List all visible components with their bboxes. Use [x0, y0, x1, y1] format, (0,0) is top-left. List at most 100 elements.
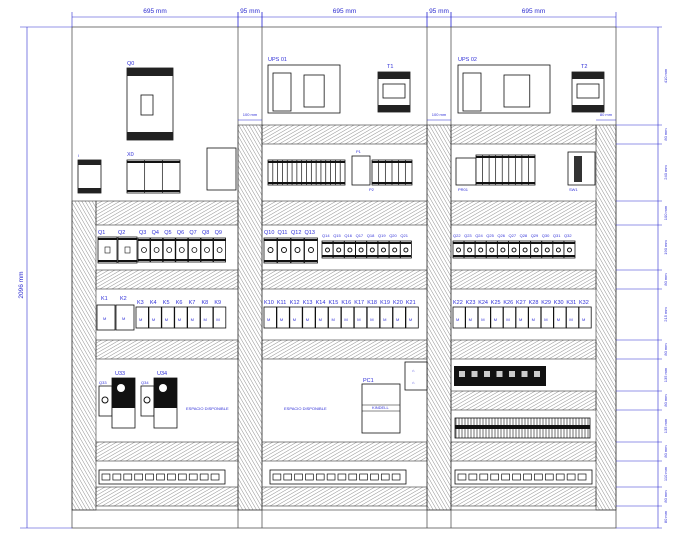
contactor — [366, 306, 381, 329]
breaker-label: Q31 — [553, 233, 561, 238]
breaker-label: Q19 — [378, 233, 386, 238]
contactor-label: K3 — [137, 300, 144, 306]
terminal-block-x0-top-terminals — [127, 161, 180, 163]
contactor — [263, 306, 277, 329]
breaker-bottom-terminals — [188, 259, 201, 261]
breaker-symbol-icon — [325, 247, 330, 253]
pc-label: PC1 — [363, 378, 374, 384]
horizontal-wire-duct — [450, 124, 597, 145]
terminal — [468, 473, 478, 481]
ups-display — [503, 74, 531, 108]
contactor-symbol-icon: M — [332, 317, 335, 322]
drive-dial-icon — [117, 384, 125, 392]
terminal — [490, 473, 500, 481]
breaker-label: Q14 — [322, 233, 330, 238]
terminal — [326, 473, 336, 481]
q0-label: Q0 — [127, 61, 134, 67]
din-rail — [455, 425, 590, 429]
contactor — [315, 306, 329, 329]
distribution-terminal — [484, 371, 490, 377]
plc-cpu — [455, 157, 477, 186]
breaker-label: Q25 — [486, 233, 494, 238]
breaker-top-terminals — [564, 242, 575, 244]
terminal — [199, 473, 209, 481]
breaker-terminals — [127, 132, 173, 140]
terminal — [391, 473, 401, 481]
gap-dimension-label: 80 mm — [600, 112, 613, 117]
contactor-label: K10 — [264, 300, 274, 306]
contactor-symbol-icon: M — [544, 317, 547, 322]
breaker-top-terminals — [453, 242, 464, 244]
contactor-symbol-icon: M — [139, 317, 142, 322]
contactor — [405, 306, 419, 329]
contactor — [148, 306, 162, 329]
horizontal-wire-duct — [450, 200, 597, 226]
vertical-wire-duct — [71, 200, 97, 511]
breaker-bottom-terminals — [150, 259, 163, 261]
terminal — [479, 473, 489, 481]
contactor — [187, 306, 201, 329]
contactor-symbol-icon: M — [409, 317, 412, 322]
horizontal-wire-duct — [261, 339, 428, 360]
small-breaker-label: I — [78, 153, 79, 158]
breaker-label: Q22 — [453, 233, 461, 238]
contactor-label: K24 — [478, 300, 488, 306]
contactor-symbol-icon: M — [519, 317, 522, 322]
contactor-label: K21 — [406, 300, 416, 306]
breaker — [277, 237, 291, 264]
horizontal-wire-duct — [95, 486, 239, 507]
breaker-top-terminals — [264, 239, 277, 241]
horizontal-wire-duct — [450, 339, 597, 360]
breaker-bottom-terminals — [519, 255, 531, 257]
breaker-bottom-terminals — [163, 259, 176, 261]
breaker-symbol-icon — [381, 247, 386, 253]
contactor-label: K4 — [150, 300, 157, 306]
contactor-symbol-icon: M — [469, 317, 472, 322]
terminal-row-bottom-terminals — [268, 182, 345, 184]
horizontal-wire-duct — [261, 441, 428, 462]
gap-dimension-label: 100 mm — [432, 112, 447, 117]
distribution-terminal — [471, 371, 478, 377]
top-dimension-label: 95 mm — [429, 8, 449, 15]
breaker-bottom-terminals — [98, 260, 117, 262]
breaker-bottom-terminals — [453, 255, 464, 257]
breaker-symbol-icon — [294, 247, 301, 253]
breaker-top-terminals — [118, 238, 137, 240]
contactor-label: K25 — [491, 300, 501, 306]
breaker-bottom-terminals — [552, 255, 564, 257]
breaker-symbol-icon — [522, 247, 528, 253]
distribution-terminal — [459, 371, 465, 377]
plc-io-modules-top-terminals — [476, 156, 535, 158]
ups-module — [272, 72, 292, 112]
breaker-bottom-terminals — [201, 259, 213, 261]
horizontal-wire-duct — [261, 200, 428, 226]
contactor — [379, 306, 393, 329]
breaker-symbol-icon — [500, 247, 506, 253]
breaker-label: Q1 — [98, 230, 105, 236]
breaker-bottom-terminals — [344, 255, 356, 257]
breaker-symbol-icon — [153, 247, 160, 253]
breaker — [137, 237, 151, 263]
contactor-symbol-icon: M — [267, 317, 270, 322]
breaker-top-terminals — [213, 239, 226, 241]
right-dimension-label: 80 mm — [663, 273, 668, 286]
contactor — [392, 306, 406, 329]
transformer-terminals — [572, 105, 604, 112]
terminal — [555, 473, 565, 481]
breaker-bottom-terminals — [564, 255, 575, 257]
contactor-label: K6 — [176, 300, 183, 306]
breaker-bottom-terminals — [530, 255, 542, 257]
socket-icon: ⌂ — [412, 368, 415, 373]
terminal-block-x0-bottom-terminals — [127, 190, 180, 192]
breaker-symbol-icon — [467, 247, 473, 253]
breaker-label: Q32 — [564, 233, 572, 238]
mounting-plate — [206, 147, 237, 191]
contactor-symbol-icon: M — [122, 316, 125, 321]
contactor-symbol-icon: M — [370, 317, 373, 322]
breaker-terminals — [127, 68, 173, 76]
breaker-label: Q16 — [344, 233, 352, 238]
transformer-label: T2 — [581, 64, 587, 70]
socket-box — [404, 361, 428, 391]
terminal — [188, 473, 198, 481]
